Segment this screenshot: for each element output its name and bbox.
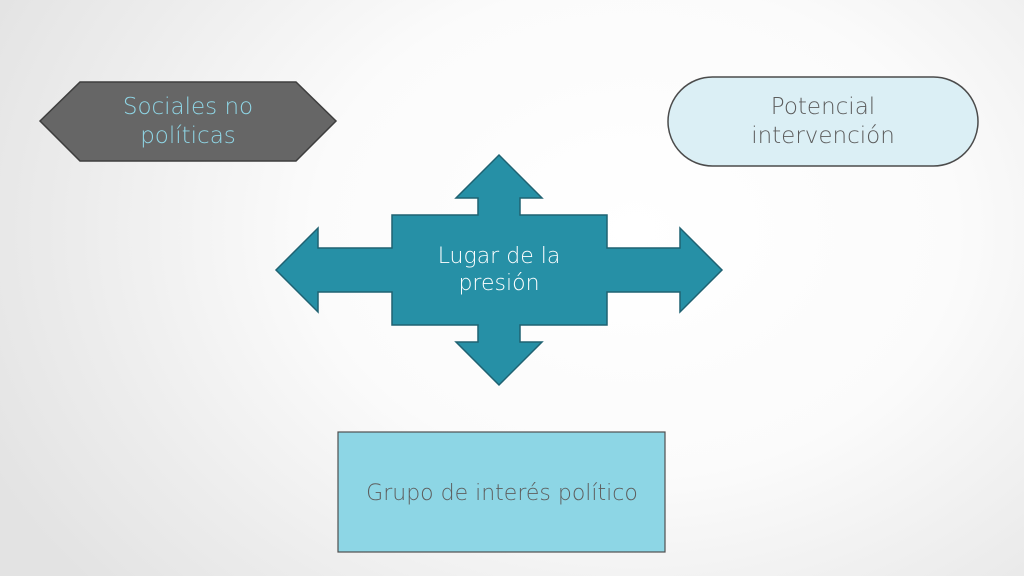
sociales-no-politicas-label: Sociales no políticas (68, 86, 308, 158)
grupo-de-interes-politico-label: Grupo de interés político (366, 481, 638, 507)
sociales-line-2: políticas (140, 123, 236, 149)
rectangle-shape (337, 431, 666, 553)
four-way-arrow-shape (274, 153, 724, 387)
lugar-line-2: presión (458, 271, 540, 296)
lugar-line-1: Lugar de la (437, 243, 561, 269)
rounded-rectangle-shape (667, 76, 979, 167)
potencial-line-2: intervención (751, 123, 895, 149)
lugar-de-la-presion-label: Lugar de la presión (394, 228, 604, 312)
hexagon-shape (38, 81, 338, 162)
potencial-line-1: Potencial (770, 94, 876, 121)
potencial-intervencion-label: Potencial intervención (680, 84, 966, 160)
sociales-line-1: Sociales no (122, 94, 254, 121)
